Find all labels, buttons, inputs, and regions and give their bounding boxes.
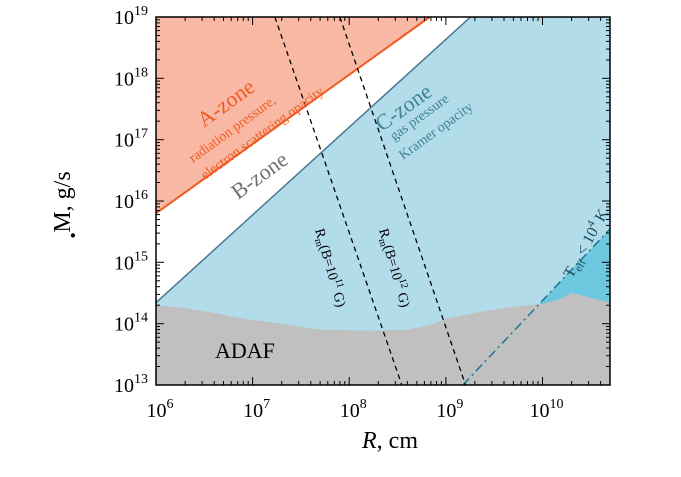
x-tick-label: 107 <box>243 397 270 422</box>
y-axis-title-dot: · <box>69 221 78 250</box>
x-tick-label: 109 <box>436 397 463 422</box>
y-tick-label: 1014 <box>114 311 148 336</box>
y-tick-label: 1016 <box>114 188 148 213</box>
axis-ticks: 106 107 108 109 1010 1013 1014 1015 1016 1017 1018… <box>114 4 611 422</box>
x-tick-label: 1010 <box>529 397 563 422</box>
adaf-label: ADAF <box>215 338 275 363</box>
x-tick-label: 108 <box>340 397 367 422</box>
a-b-boundary-line <box>156 17 431 215</box>
x-tick-label: 106 <box>147 397 174 422</box>
rm-b11-line <box>274 17 403 385</box>
y-tick-label: 1018 <box>114 65 148 90</box>
teff-boundary-line <box>462 228 610 385</box>
y-tick-label: 1015 <box>114 249 148 274</box>
b-c-boundary-line <box>156 17 472 304</box>
c-zone-region <box>156 17 610 385</box>
rm-b12-line <box>339 17 467 385</box>
x-axis-title: R, cm <box>361 428 418 454</box>
teff-label: Teff < 104 K <box>558 204 615 282</box>
y-tick-label: 1013 <box>114 372 148 397</box>
y-axis-title: M, g/s <box>50 171 76 232</box>
y-tick-label: 1017 <box>114 127 148 152</box>
y-tick-label: 1019 <box>114 4 148 29</box>
adaf-region <box>156 292 610 385</box>
